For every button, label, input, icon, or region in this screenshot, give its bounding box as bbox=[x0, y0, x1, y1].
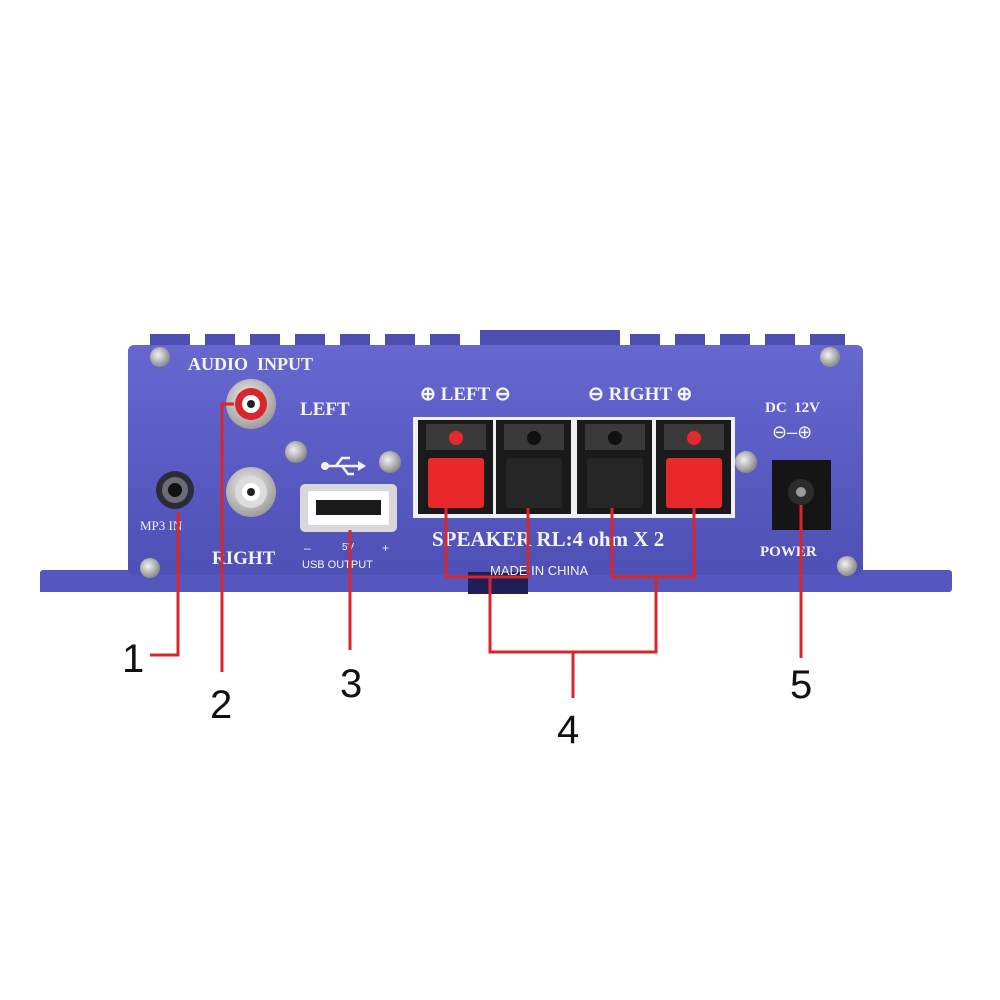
usb-5v-label: 5V bbox=[342, 542, 355, 553]
screw-icon bbox=[150, 347, 170, 367]
speaker-terminal-left-positive[interactable] bbox=[418, 420, 493, 514]
usb-plus-label: + bbox=[382, 541, 389, 555]
callout-1: 1 bbox=[122, 637, 144, 681]
rca-left-input[interactable] bbox=[226, 379, 276, 429]
audio-input-label: AUDIO INPUT bbox=[188, 354, 313, 374]
rca-right-input[interactable] bbox=[226, 467, 276, 517]
mp3-in-jack[interactable] bbox=[156, 471, 194, 509]
leader-line-2 bbox=[220, 402, 234, 672]
usb-symbol-icon bbox=[321, 456, 366, 476]
callout-3: 3 bbox=[340, 662, 362, 706]
leader-lines bbox=[150, 402, 803, 698]
screw-icon bbox=[140, 558, 160, 578]
speaker-spec-label: SPEAKER RL:4 ohm X 2 bbox=[432, 527, 664, 551]
leader-line-4-left bbox=[444, 508, 530, 579]
usb-output-label: USB OUTPUT bbox=[302, 559, 373, 571]
dc-voltage-label: DC 12V bbox=[765, 400, 820, 416]
screws bbox=[140, 347, 857, 578]
usb-minus-label: – bbox=[304, 541, 311, 555]
left-input-label: LEFT bbox=[300, 399, 350, 420]
screw-icon bbox=[379, 451, 401, 473]
polarity-symbol-icon: ⊖–⊕ bbox=[772, 422, 812, 442]
usb-output-port[interactable] bbox=[300, 484, 397, 532]
screw-icon bbox=[285, 441, 307, 463]
callout-2: 2 bbox=[210, 683, 232, 727]
speaker-right-label: ⊖ RIGHT ⊕ bbox=[588, 384, 692, 405]
callout-4: 4 bbox=[557, 708, 579, 752]
mp3-in-label: MP3 IN bbox=[140, 518, 183, 533]
made-in-label: MADE IN CHINA bbox=[490, 563, 589, 578]
leader-line-4-right bbox=[610, 508, 696, 579]
screw-icon bbox=[735, 451, 757, 473]
screw-icon bbox=[837, 556, 857, 576]
screw-icon bbox=[820, 347, 840, 367]
power-label: POWER bbox=[760, 544, 817, 560]
leader-line-1 bbox=[150, 512, 180, 657]
speaker-left-label: ⊕ LEFT ⊖ bbox=[420, 384, 511, 405]
speaker-terminal-left-negative[interactable] bbox=[496, 420, 571, 514]
heat-sink-fins bbox=[150, 330, 845, 348]
speaker-terminal-right-positive[interactable] bbox=[656, 420, 731, 514]
speaker-terminal-right-negative[interactable] bbox=[577, 420, 652, 514]
right-input-label: RIGHT bbox=[212, 548, 276, 569]
callout-5: 5 bbox=[790, 663, 812, 707]
